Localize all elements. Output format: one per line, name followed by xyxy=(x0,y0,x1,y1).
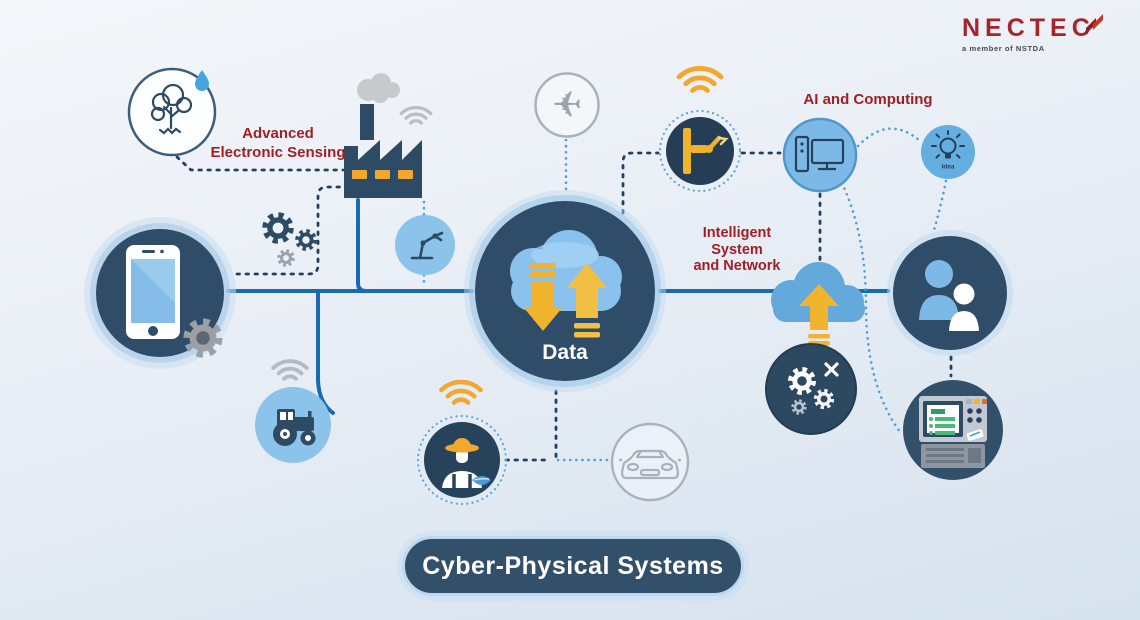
title-text: Cyber-Physical Systems xyxy=(422,551,724,580)
ai-computer-node xyxy=(782,117,858,193)
ai-circle xyxy=(782,117,858,193)
nectec-logo: NECTEC a member of NSTDA xyxy=(962,14,1138,53)
users-icon xyxy=(919,260,979,331)
ai-computer-icon xyxy=(794,135,845,173)
gears-icon xyxy=(248,196,332,267)
farmer-node xyxy=(416,414,508,506)
plane-icon: ✈ xyxy=(552,84,582,125)
upload-arrow-icon xyxy=(567,263,607,338)
wifi-icon-gray xyxy=(399,105,433,125)
cloud-upload-icon xyxy=(771,262,865,346)
plane-circle xyxy=(534,72,600,138)
title-badge: Cyber-Physical Systems xyxy=(402,536,744,596)
wifi-icon-gray-tractor xyxy=(271,359,309,381)
car-node xyxy=(610,422,690,502)
data-label: Data xyxy=(542,341,588,364)
wifi-icon-orange-farmer xyxy=(426,364,496,410)
car-icon xyxy=(619,449,681,480)
eco-sensor-node xyxy=(127,67,217,157)
robot-arm-node xyxy=(395,215,455,275)
intelligent-network-label: Intelligent System and Network xyxy=(693,225,781,274)
factory-icon xyxy=(344,140,422,198)
smartphone-node xyxy=(84,217,236,369)
users-node xyxy=(887,230,1013,356)
dotted-ring xyxy=(658,109,742,193)
data-hub-node: Data xyxy=(464,190,666,392)
smartphone-icon xyxy=(126,245,180,339)
farmer-icon xyxy=(442,438,491,488)
ai-computing-label: AI and Computing xyxy=(803,91,933,108)
robotic-arm-icon xyxy=(683,128,729,174)
tools-icon xyxy=(824,362,839,377)
car-circle xyxy=(610,422,690,502)
tractor-node xyxy=(255,387,331,463)
idea-label: Idea xyxy=(941,164,954,171)
dotted-ring xyxy=(416,414,508,506)
download-arrow-icon xyxy=(524,263,562,331)
brand-tagline: a member of NSTDA xyxy=(962,44,1045,53)
robotic-arm-node xyxy=(658,109,742,193)
idea-bulb-node: Idea xyxy=(921,125,975,179)
wifi-icon-orange-robot xyxy=(666,52,734,98)
water-drop-icon xyxy=(195,70,209,91)
smoke-icon xyxy=(357,73,400,103)
chimney xyxy=(360,104,374,140)
control-panel-icon xyxy=(919,396,987,468)
plane-node: ✈ xyxy=(534,72,600,138)
maintenance-gears-node xyxy=(765,343,857,435)
robot-arm-circle xyxy=(395,215,455,275)
idea-circle xyxy=(921,125,975,179)
logo-arrow-icon xyxy=(1086,14,1103,34)
users-circle xyxy=(893,236,1007,350)
maintenance-circle xyxy=(765,343,857,435)
dashed-connectors xyxy=(175,151,953,462)
control-panel-node xyxy=(903,380,1003,480)
brand-name: NECTEC xyxy=(962,14,1095,42)
factory-node xyxy=(344,73,433,198)
tractor-icon xyxy=(273,409,316,446)
factory-windows xyxy=(352,170,413,179)
maintenance-gears-icon xyxy=(791,362,839,415)
tree-icon xyxy=(150,83,193,135)
advanced-sensing-label: Advanced Electronic Sensing xyxy=(210,125,346,161)
idea-bulb-icon xyxy=(931,130,965,159)
